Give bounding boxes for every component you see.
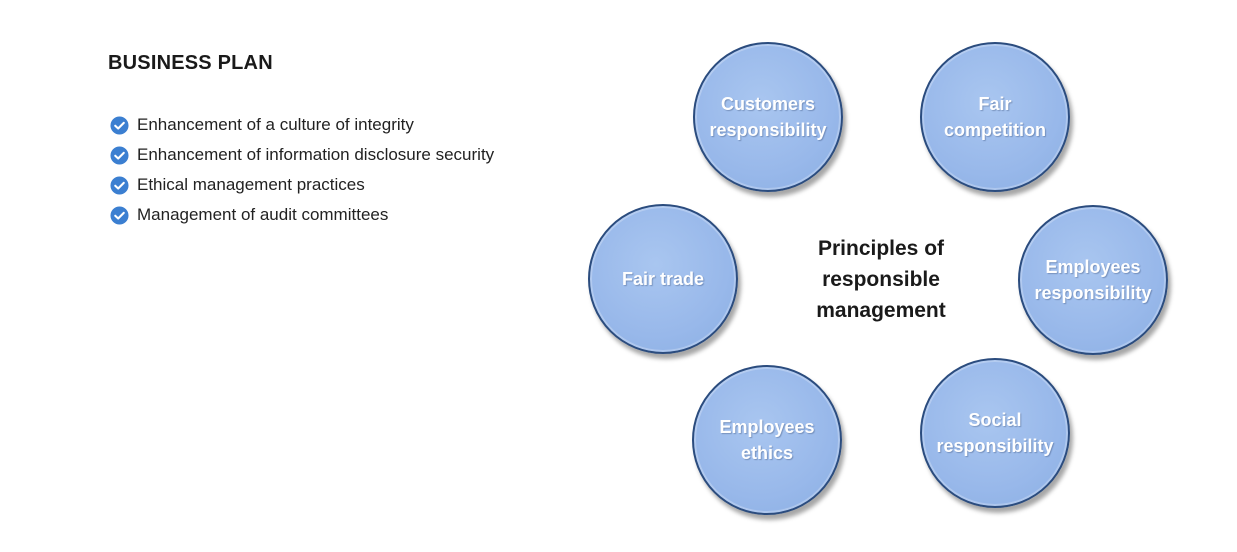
- circle-label: Fair competition: [944, 94, 1046, 140]
- check-circle-icon: [110, 205, 129, 225]
- check-circle-icon: [110, 115, 129, 135]
- check-circle-icon: [110, 175, 129, 195]
- list-item-text: Enhancement of information disclosure se…: [137, 145, 495, 164]
- circle-employees-ethics: Employees ethics: [692, 365, 842, 515]
- check-circle-icon: [110, 145, 129, 165]
- list-item-text: Ethical management practices: [137, 175, 365, 194]
- business-plan-title: BUSINESS PLAN: [108, 52, 273, 74]
- list-item: Enhancement of information disclosure se…: [110, 140, 494, 170]
- list-item: Ethical management practices: [110, 170, 494, 200]
- circle-label: Employees ethics: [719, 417, 815, 463]
- diagram-center-label: Principles of responsible management: [816, 237, 946, 322]
- circle-fair-trade: Fair trade: [588, 204, 738, 354]
- circle-customers-responsibility: Customers responsibility: [693, 42, 843, 192]
- circle-employees-responsibility: Employees responsibility: [1018, 205, 1168, 355]
- circle-label: Employees responsibility: [1034, 257, 1152, 303]
- circle-social-responsibility: Social responsibility: [920, 358, 1070, 508]
- business-plan-list: Enhancement of a culture of integrity En…: [110, 110, 494, 230]
- list-item-text: Management of audit committees: [137, 205, 389, 224]
- circle-label: Fair trade: [621, 269, 705, 289]
- list-item-text: Enhancement of a culture of integrity: [137, 115, 414, 134]
- circle-fair-competition: Fair competition: [920, 42, 1070, 192]
- list-item: Management of audit committees: [110, 200, 494, 230]
- circle-label: Social responsibility: [936, 410, 1054, 456]
- circle-label: Customers responsibility: [709, 94, 827, 140]
- list-item: Enhancement of a culture of integrity: [110, 110, 494, 140]
